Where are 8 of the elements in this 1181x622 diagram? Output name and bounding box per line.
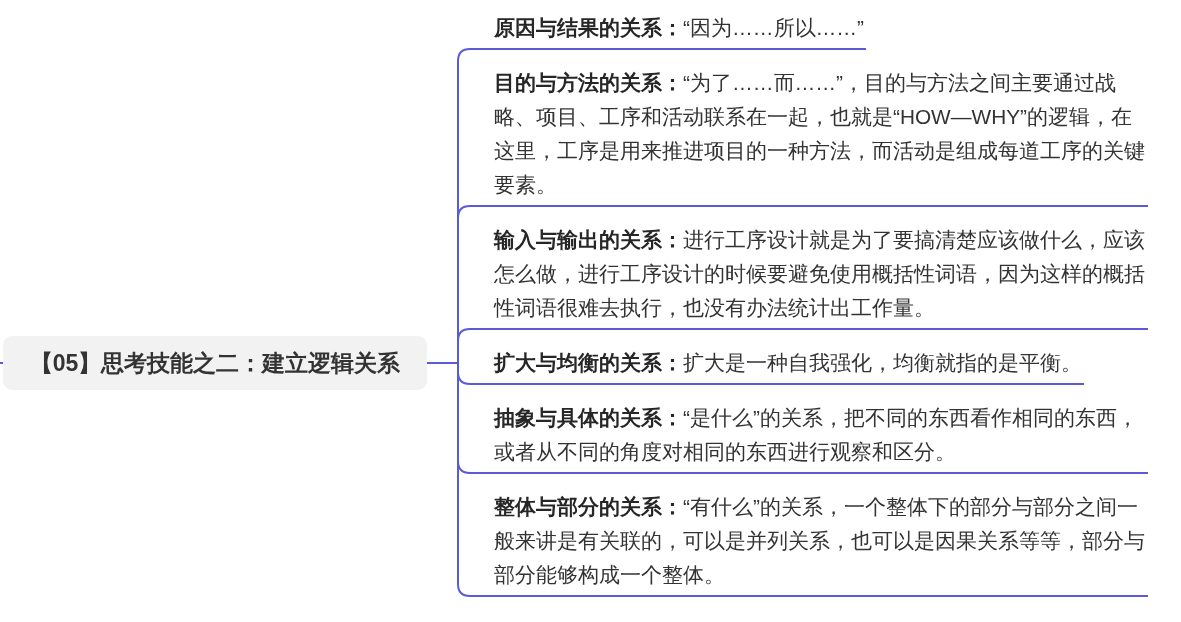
connector-line bbox=[0, 362, 4, 364]
subtopic: 抽象与具体的关系：“是什么”的关系，把不同的东西看作相同的东西，或者从不同的角度对相同的东西进行观察和区分。 bbox=[470, 395, 1148, 474]
subtopic: 整体与部分的关系：“有什么”的关系，一个整体下的部分与部分之间一般来讲是有关联的，可以是并列关系，也可以是因果关系等等，部分与部分能够构成一个整体。 bbox=[470, 484, 1148, 597]
subtopic: 扩大与均衡的关系：扩大是一种自我强化，均衡就指的是平衡。 bbox=[470, 340, 1084, 385]
subtopic: 输入与输出的关系：进行工序设计就是为了要搞清楚应该做什么，应该怎么做，进行工序设计的时候要避免使用概括性词语，因为这样的概括性词语很难去执行，也没有办法统计出工作量。 bbox=[470, 217, 1148, 330]
central-topic: 【05】思考技能之二：建立逻辑关系 bbox=[3, 336, 427, 390]
subtopic: 原因与结果的关系：“因为……所以……” bbox=[470, 5, 867, 50]
subtopic: 目的与方法的关系：“为了……而……”，目的与方法之间主要通过战略、项目、工序和活动联系在一起，也就是“HOW—WHY”的逻辑，在这里，工序是用来推进项目的一种方法，而活动是组成每道工序的关键要素。 bbox=[470, 60, 1148, 207]
